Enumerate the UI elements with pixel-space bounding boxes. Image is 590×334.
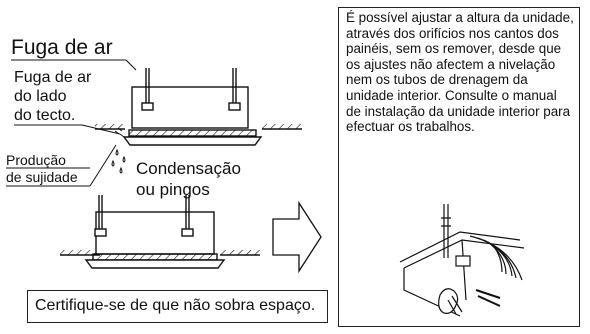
- notice-frame: [27, 290, 328, 323]
- ceiling-leak-line-3: do tecto.: [14, 107, 76, 124]
- lower-unit-correct-illustration: [60, 195, 260, 269]
- height-adjustment-illustration: [399, 204, 525, 317]
- condensation-line-1: Condensação: [136, 159, 241, 178]
- upper-unit-gap-illustration: [95, 68, 302, 174]
- adjustment-note-text: É possível ajustar a altura da unidade, …: [346, 10, 574, 135]
- condensation-label: Condensação ou pingos: [136, 158, 266, 200]
- dirt-line-1: Produção: [6, 152, 66, 168]
- air-leak-title: Fuga de ar: [11, 36, 113, 59]
- ceiling-side-leak-label: Fuga de ar do lado do tecto.: [14, 68, 114, 125]
- leader-lines: [6, 59, 137, 187]
- ceiling-leak-line-2: do lado: [14, 88, 67, 105]
- condensation-line-2: ou pingos: [136, 180, 210, 199]
- dirt-production-label: Produção de sujidade: [6, 152, 96, 186]
- right-arrow-icon: [272, 200, 322, 274]
- dirt-line-2: de sujidade: [6, 169, 78, 185]
- adjustment-note-frame: [338, 7, 580, 327]
- no-gap-notice: Certifique-se de que não sobra espaço.: [35, 297, 316, 314]
- ceiling-leak-line-1: Fuga de ar: [14, 69, 92, 86]
